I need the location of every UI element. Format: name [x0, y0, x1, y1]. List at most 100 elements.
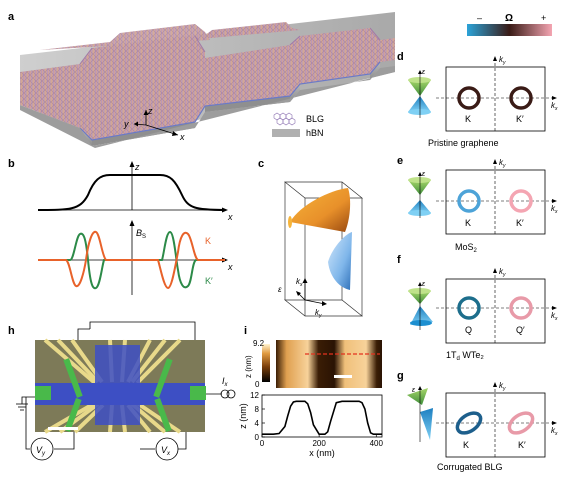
omega-colorbar: – Ω +	[467, 13, 552, 36]
d-valley-k-ring	[457, 86, 481, 110]
panel-a-illustration: x z y BLG hBN	[20, 12, 395, 148]
b-top-x-label: x	[227, 212, 233, 222]
svg-text:Ix: Ix	[222, 376, 229, 388]
omega-colorbar-gradient	[467, 24, 552, 36]
i-colorbar	[262, 344, 270, 382]
panel-c: ε kx ky	[278, 181, 363, 319]
legend-hbn: hBN	[306, 128, 324, 138]
ridge-1	[40, 24, 210, 50]
d-lower-cone	[408, 96, 431, 112]
e-bz-box	[445, 169, 546, 235]
h-contact-right	[190, 386, 206, 400]
d-valley-k-label: K	[465, 114, 471, 124]
axis-z-label: z	[147, 106, 153, 116]
omega-colorbar-symbol: Ω	[505, 13, 513, 24]
h-contact-tl	[63, 358, 83, 398]
panel-label-g: g	[397, 370, 404, 382]
g-valley-k-ellipse	[455, 411, 483, 435]
e-caption: MoS2	[455, 242, 478, 254]
panel-label-a: a	[8, 11, 15, 23]
svg-text:kx: kx	[551, 426, 558, 437]
svg-text:ky: ky	[499, 381, 506, 392]
b-bottom-b-label: BS	[136, 228, 146, 240]
g-valley-kprime-ellipse	[507, 411, 535, 435]
svg-text:K′: K′	[516, 218, 524, 228]
axis-y-label: y	[123, 119, 129, 129]
i-xtick-label: 400	[370, 439, 384, 448]
svg-text:kx: kx	[551, 311, 558, 322]
svg-text:ε: ε	[422, 281, 426, 288]
panel-label-b: b	[8, 158, 15, 170]
ridge-edges	[79, 27, 381, 65]
panel-a-legend: BLG hBN	[272, 112, 324, 138]
d-upper-cone	[408, 80, 431, 96]
i-afm-image	[276, 340, 382, 388]
i-ytick-label: 4	[255, 419, 260, 428]
c-ky-label: ky	[315, 308, 322, 319]
h-vy-meter	[30, 437, 54, 461]
axis-x-label: x	[179, 132, 185, 142]
panel-f: ε ky kx Q Q′ 1Td WTe₂	[408, 267, 558, 362]
blg-sheet	[20, 28, 395, 140]
d-valley-kprime-label: K′	[516, 114, 524, 124]
b-series-k	[38, 230, 225, 290]
i-xlabel: x (nm)	[309, 448, 335, 458]
h-wires	[16, 321, 222, 450]
b-top-z-label: z	[134, 162, 140, 172]
i-ytick-label: 12	[250, 391, 259, 400]
h-contact-bl	[64, 397, 82, 433]
ridge-2	[200, 22, 300, 39]
svg-text:ε: ε	[422, 69, 426, 76]
h-contact-tr	[153, 358, 173, 398]
d-caption: Pristine graphene	[428, 138, 499, 148]
svg-text:ε: ε	[422, 171, 426, 178]
f-valley-q-ring	[457, 296, 481, 320]
i-colorbar-min: 0	[255, 380, 260, 389]
g-bz-box	[445, 392, 546, 458]
panel-e: ε ky kx K K′ MoS2	[408, 158, 558, 254]
i-ytick-label: 0	[255, 433, 260, 442]
blg-legend-swatch	[272, 112, 300, 126]
panel-a-axes: x z y	[123, 106, 185, 142]
h-contact-br	[154, 397, 172, 433]
hbn-block-side-3	[370, 62, 380, 80]
svg-text:ky: ky	[499, 158, 506, 169]
c-eps-label: ε	[278, 285, 282, 294]
svg-text:K: K	[463, 440, 469, 450]
omega-colorbar-minus: –	[477, 13, 482, 23]
svg-text:Vy: Vy	[36, 445, 46, 457]
omega-colorbar-plus: +	[541, 13, 546, 23]
panel-label-h: h	[8, 325, 15, 337]
i-xtick-label: 0	[260, 439, 265, 448]
panel-b: z x BS x K K′	[37, 161, 233, 295]
e-valley-kprime-ring	[509, 189, 533, 213]
svg-text:ky: ky	[499, 55, 506, 66]
svg-text:Vx: Vx	[161, 445, 171, 457]
panel-h: Vy Vx Ix	[16, 321, 236, 461]
svg-text:K′: K′	[518, 440, 526, 450]
svg-text:K: K	[465, 218, 471, 228]
blg-front-edge	[79, 61, 381, 141]
c-blue-cone	[328, 232, 352, 290]
g-caption: Corrugated BLG	[437, 462, 503, 472]
f-caption: 1Td WTe₂	[446, 350, 484, 362]
i-colorbar-label: z (nm)	[244, 355, 253, 378]
h-scale-bar	[48, 427, 78, 430]
i-ytick-label: 8	[255, 405, 260, 414]
b-bottom-x-label: x	[227, 262, 233, 272]
i-series-line	[262, 400, 382, 435]
h-hall-bar	[95, 345, 140, 425]
d-valley-kprime-ring	[509, 86, 533, 110]
panel-label-d: d	[397, 51, 404, 63]
h-current-source	[220, 389, 230, 399]
hbn-legend-swatch	[272, 129, 300, 137]
c-kx-label: kx	[296, 277, 303, 288]
d-bz-box	[445, 66, 546, 132]
legend-blg: BLG	[306, 114, 324, 124]
panel-label-i: i	[244, 325, 247, 337]
e-valley-k-ring	[457, 189, 481, 213]
svg-text:ε: ε	[412, 387, 416, 394]
